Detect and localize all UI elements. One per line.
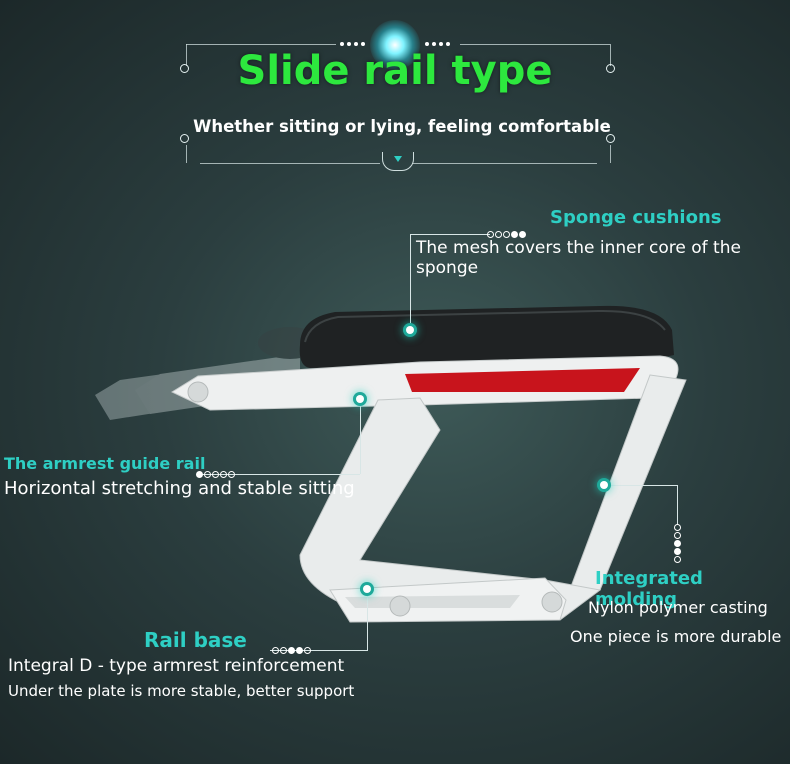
rail-base-title: Rail base [144, 628, 247, 652]
frame-bottom-right-line [412, 163, 597, 164]
molding-beads [674, 524, 681, 563]
guide-rail-title: The armrest guide rail [4, 454, 206, 473]
frame-dot-icon [180, 134, 189, 143]
rail-base-beads [272, 647, 311, 654]
glow-emblem-icon [370, 20, 420, 70]
frame-left-lower [186, 145, 187, 163]
guide-rail-marker-icon [356, 395, 364, 403]
rail-base-line2: Under the plate is more stable, better s… [8, 682, 355, 700]
red-reflector-shape [405, 368, 640, 392]
molding-line2: One piece is more durable [570, 627, 782, 646]
molding-title: Integrated molding [595, 568, 703, 610]
frame-top-left-line [186, 44, 336, 45]
sponge-marker-icon [406, 326, 414, 334]
rail-base-line1: Integral D - type armrest reinforcement [8, 656, 345, 676]
frame-beads-left [340, 40, 370, 48]
frame-dot-icon [606, 64, 615, 73]
page-subtitle: Whether sitting or lying, feeling comfor… [193, 117, 611, 136]
molding-callout-line [604, 485, 678, 486]
guide-rail-beads [196, 471, 235, 478]
frame-top-right-line [460, 44, 610, 45]
rail-base-callout-line [367, 590, 368, 651]
frame-bottom-left-line [200, 163, 380, 164]
molding-line1: Nylon polymer casting [588, 598, 768, 617]
molding-marker-icon [600, 481, 608, 489]
frame-beads-right [425, 40, 455, 48]
frame-right-lower [610, 145, 611, 163]
rail-base-marker-icon [363, 585, 371, 593]
sponge-cushion-shape [299, 305, 674, 368]
sponge-callout-line [410, 234, 411, 330]
frame-left-upper [186, 44, 187, 66]
sponge-beads [487, 231, 526, 238]
guide-rail-callout-line [360, 400, 361, 474]
page-title: Slide rail type [237, 48, 553, 94]
guide-rail-description: Horizontal stretching and stable sitting [4, 478, 355, 499]
molding-callout-line [677, 485, 678, 525]
sponge-callout-line [410, 234, 490, 235]
guide-rail-body-shape [299, 397, 602, 621]
frame-bottom-notch [382, 152, 414, 171]
guide-rail-callout-line [200, 474, 360, 475]
rail-base-callout-line [270, 650, 368, 651]
sponge-description: The mesh covers the inner core of the sp… [416, 238, 741, 278]
frame-dot-icon [606, 134, 615, 143]
chevron-down-icon [394, 156, 402, 162]
frame-right-upper [610, 44, 611, 66]
frame-dot-icon [180, 64, 189, 73]
sponge-title: Sponge cushions [550, 207, 722, 228]
